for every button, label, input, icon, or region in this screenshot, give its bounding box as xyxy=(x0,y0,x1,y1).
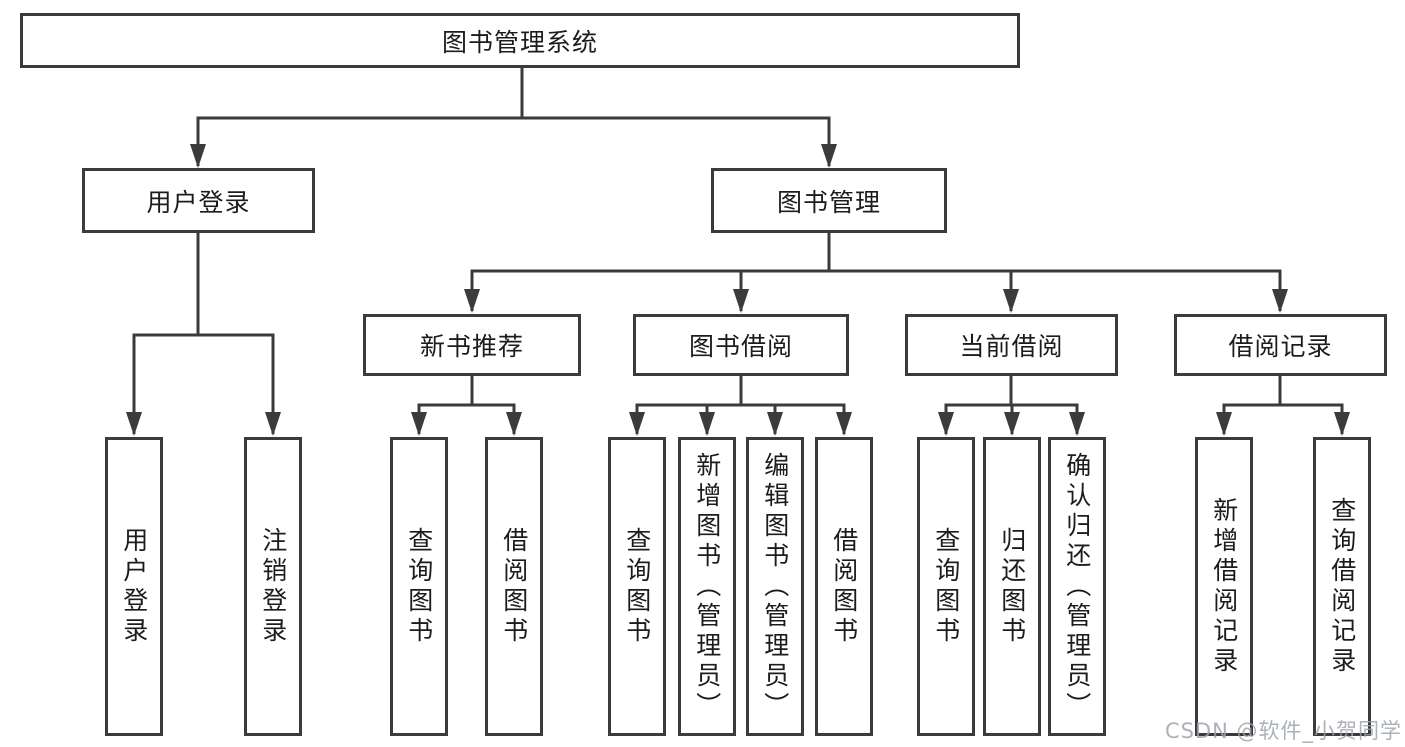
leaf-label: 确认归还（管理员） xyxy=(1062,451,1092,722)
node-book-management: 图书管理 xyxy=(711,168,947,233)
leaf-label: 查询图书 xyxy=(931,526,961,647)
leaf-borrow-query-books: 查询图书 xyxy=(608,437,666,736)
leaf-label: 注销登录 xyxy=(258,526,288,647)
leaf-recommend-borrow-books: 借阅图书 xyxy=(485,437,543,736)
leaf-label: 查询图书 xyxy=(622,526,652,647)
node-user-login: 用户登录 xyxy=(82,168,315,233)
node-library-management-system: 图书管理系统 xyxy=(20,13,1020,68)
leaf-current-query-books: 查询图书 xyxy=(917,437,975,736)
leaf-label: 归还图书 xyxy=(997,526,1027,647)
leaf-label: 查询图书 xyxy=(404,526,434,647)
leaf-recommend-query-books: 查询图书 xyxy=(390,437,448,736)
leaf-borrow-edit-books-admin: 编辑图书（管理员） xyxy=(746,437,804,736)
leaf-label: 新增图书（管理员） xyxy=(692,451,722,722)
node-label: 图书管理 xyxy=(776,187,881,217)
leaf-label: 借阅图书 xyxy=(829,526,859,647)
leaf-label: 用户登录 xyxy=(119,526,149,647)
leaf-borrow-borrow-books: 借阅图书 xyxy=(815,437,873,736)
leaf-current-confirm-return-admin: 确认归还（管理员） xyxy=(1048,437,1106,736)
node-label: 图书管理系统 xyxy=(441,27,598,57)
leaf-login-user-login: 用户登录 xyxy=(105,437,163,736)
node-label: 当前借阅 xyxy=(959,332,1064,361)
node-new-book-recommend: 新书推荐 xyxy=(363,314,581,376)
leaf-label: 查询借阅记录 xyxy=(1327,496,1357,677)
leaf-login-logout: 注销登录 xyxy=(244,437,302,736)
leaf-records-add-record: 新增借阅记录 xyxy=(1195,437,1253,736)
node-borrowing-records: 借阅记录 xyxy=(1174,314,1387,376)
node-label: 借阅记录 xyxy=(1228,332,1333,361)
leaf-borrow-add-books-admin: 新增图书（管理员） xyxy=(678,437,736,736)
leaf-current-return-books: 归还图书 xyxy=(983,437,1041,736)
leaf-label: 编辑图书（管理员） xyxy=(760,451,790,722)
node-label: 图书借阅 xyxy=(688,332,793,361)
leaf-label: 借阅图书 xyxy=(499,526,529,647)
node-book-borrowing: 图书借阅 xyxy=(633,314,849,376)
node-current-borrowing: 当前借阅 xyxy=(905,314,1118,376)
csdn-watermark: CSDN @软件_小贺同学 xyxy=(1164,719,1402,743)
node-label: 用户登录 xyxy=(146,187,251,217)
leaf-label: 新增借阅记录 xyxy=(1209,496,1239,677)
node-label: 新书推荐 xyxy=(419,332,524,361)
leaf-records-query-record: 查询借阅记录 xyxy=(1313,437,1371,736)
